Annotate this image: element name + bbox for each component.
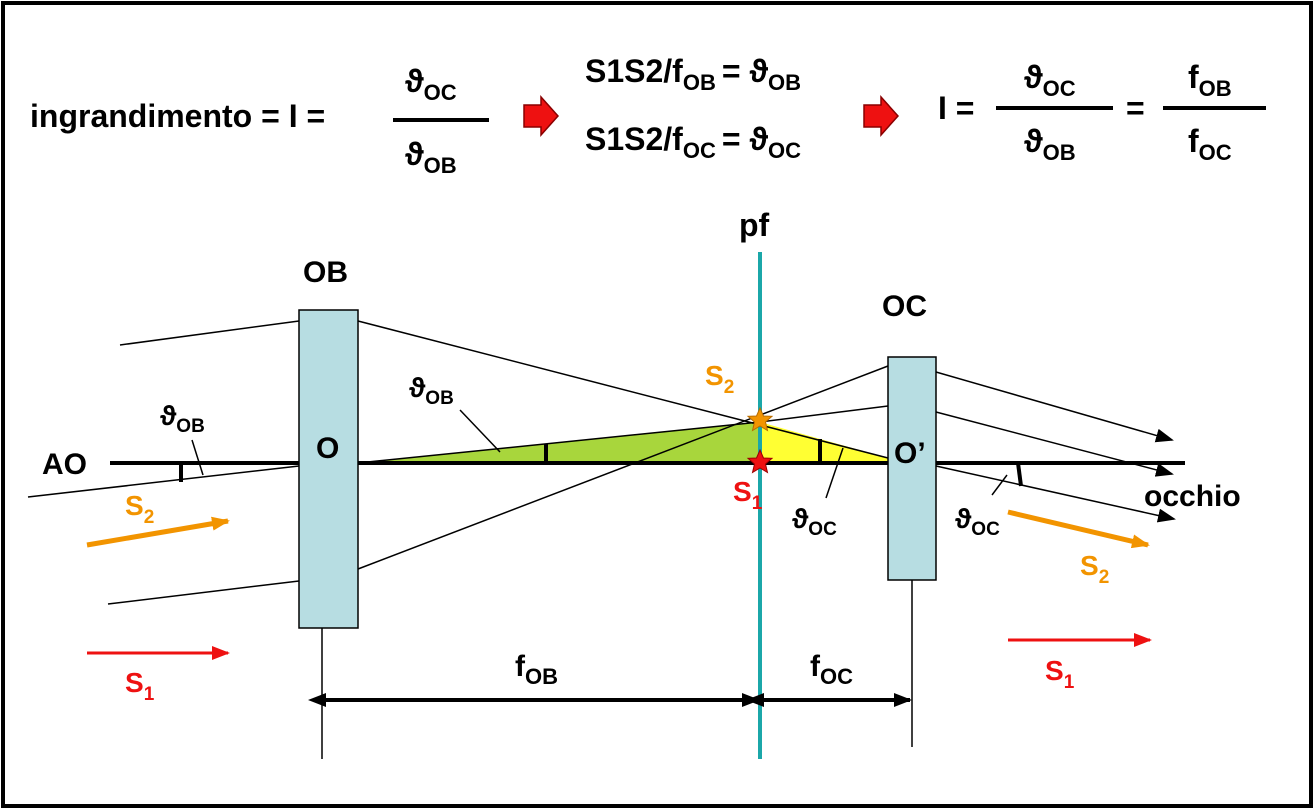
result-label: I = xyxy=(938,90,974,126)
svg-text:ϑOC: ϑOC xyxy=(1024,59,1076,101)
theta-ob-label-center: ϑOB xyxy=(409,372,454,409)
angle-ticks xyxy=(179,439,1023,487)
left-s2-label: S2 xyxy=(125,490,154,528)
leader-lines xyxy=(191,409,1008,499)
formula-result: I = ϑOC ϑOB = fOB fOC xyxy=(938,59,1266,165)
theta-ob-label-left: ϑOB xyxy=(160,400,205,437)
ocular-center-label: O’ xyxy=(894,437,926,470)
internal-rays xyxy=(357,320,889,570)
right-s2-label: S2 xyxy=(1080,550,1109,588)
magnification-label: ingrandimento = I = xyxy=(30,98,325,134)
focal-plane-label: pf xyxy=(739,207,770,243)
f-ob-label: fOB xyxy=(515,650,558,689)
fraction-theta-oc-over-theta-ob: ϑOC ϑOB xyxy=(393,63,489,178)
s2-star-label: S2 xyxy=(705,360,734,398)
eye-label: occhio xyxy=(1144,480,1241,513)
s1-star-label: S1 xyxy=(733,476,763,514)
svg-text:ϑOC: ϑOC xyxy=(405,63,457,105)
right-s2-arrow xyxy=(1007,509,1150,549)
formula-angle-relations: S1S2/fOB= ϑOB S1S2/fOC= ϑOC xyxy=(585,53,801,163)
objective-center-label: O xyxy=(316,432,339,465)
ocular-lens xyxy=(887,356,937,581)
equals-sign: = xyxy=(1126,90,1145,126)
optical-axis-label: AO xyxy=(42,448,87,481)
s1-star-icon xyxy=(746,448,774,474)
f-oc-label: fOC xyxy=(810,650,853,689)
svg-text:fOC: fOC xyxy=(1188,123,1232,165)
angle-theta-oc-region xyxy=(760,422,888,463)
svg-text:ϑOB: ϑOB xyxy=(1024,123,1076,165)
theta-oc-label-right: ϑOC xyxy=(955,503,1000,540)
relation-ob: S1S2/fOB= ϑOB xyxy=(585,53,801,95)
right-s1-label: S1 xyxy=(1045,655,1075,693)
incoming-rays xyxy=(27,320,300,605)
formula-magnification: ingrandimento = I = ϑOC ϑOB xyxy=(30,63,489,178)
objective-lens xyxy=(298,309,359,629)
relation-oc: S1S2/fOC= ϑOC xyxy=(585,121,801,163)
left-s2-arrow xyxy=(86,516,230,548)
s2-star-icon xyxy=(746,406,774,432)
ocular-label: OC xyxy=(882,290,927,323)
right-arrow-icon xyxy=(523,95,560,137)
left-s1-label: S1 xyxy=(125,667,155,705)
objective-label: OB xyxy=(303,256,348,289)
svg-text:ϑOB: ϑOB xyxy=(405,136,457,178)
theta-oc-label-center: ϑOC xyxy=(792,503,837,540)
right-arrow-icon xyxy=(863,95,900,137)
svg-text:fOB: fOB xyxy=(1188,59,1232,101)
